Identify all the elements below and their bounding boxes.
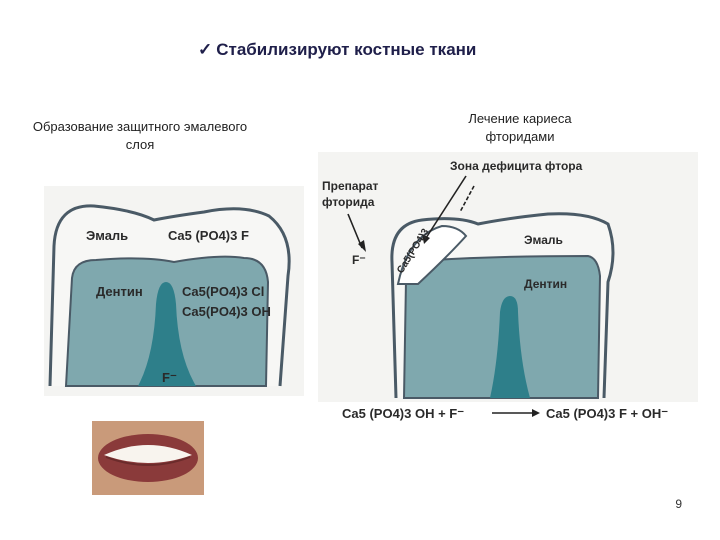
caption-right: Лечение кариеса фторидами bbox=[468, 111, 572, 144]
drug-label-line1: Препарат bbox=[322, 179, 379, 193]
slide-title: ✓Стабилизируют костные ткани bbox=[198, 40, 476, 60]
reaction-equation: Ca5 (PO4)3 OH + F⁻ Ca5 (PO4)3 F + OH⁻ bbox=[342, 406, 668, 421]
checkmark-icon: ✓ bbox=[198, 40, 213, 59]
arrow-zone-2 bbox=[459, 185, 475, 213]
formula-cl: Ca5(PO4)3 Cl bbox=[182, 284, 264, 299]
lower-lip-line bbox=[105, 456, 191, 466]
enamel-label-right: Эмаль bbox=[524, 233, 563, 247]
pulp-canal bbox=[490, 296, 530, 398]
pulp-canal bbox=[138, 282, 196, 386]
page-number: 9 bbox=[675, 497, 682, 511]
enamel-formula: Ca5 (PO4)3 F bbox=[168, 228, 249, 243]
enamel-label: Эмаль bbox=[86, 228, 128, 243]
deficit-zone bbox=[396, 224, 468, 285]
caption-left: Образование защитного эмалевого слоя bbox=[32, 119, 248, 152]
equation-left: Ca5 (PO4)3 OH + F⁻ bbox=[342, 406, 464, 421]
teeth bbox=[104, 445, 192, 463]
arrow-drug bbox=[347, 213, 363, 249]
slide-title-text: Стабилизируют костные ткани bbox=[216, 40, 477, 59]
fluoride-ion-left: F⁻ bbox=[162, 370, 177, 385]
dentin-label-right: Дентин bbox=[524, 277, 567, 291]
right-tooth-diagram: Зона дефицита фтора Препарат фторида F⁻ … bbox=[318, 152, 698, 402]
dentin-label: Дентин bbox=[96, 284, 143, 299]
formula-oh: Ca5(PO4)3 OH bbox=[182, 304, 271, 319]
deficit-zone-label: Зона дефицита фтора bbox=[450, 159, 583, 173]
arrowhead-zone-1 bbox=[422, 234, 430, 244]
reaction-arrowhead bbox=[532, 409, 540, 417]
left-tooth-diagram: Эмаль Ca5 (PO4)3 F Дентин Ca5(PO4)3 Cl C… bbox=[44, 186, 304, 396]
fluoride-ion-right: F⁻ bbox=[352, 253, 366, 267]
equation-right: Ca5 (PO4)3 F + OH⁻ bbox=[546, 406, 668, 421]
arrow-zone-1 bbox=[425, 175, 467, 239]
drug-label-line2: фторида bbox=[322, 195, 375, 209]
arrowhead-drug bbox=[358, 240, 366, 252]
smile-photo bbox=[92, 421, 204, 495]
